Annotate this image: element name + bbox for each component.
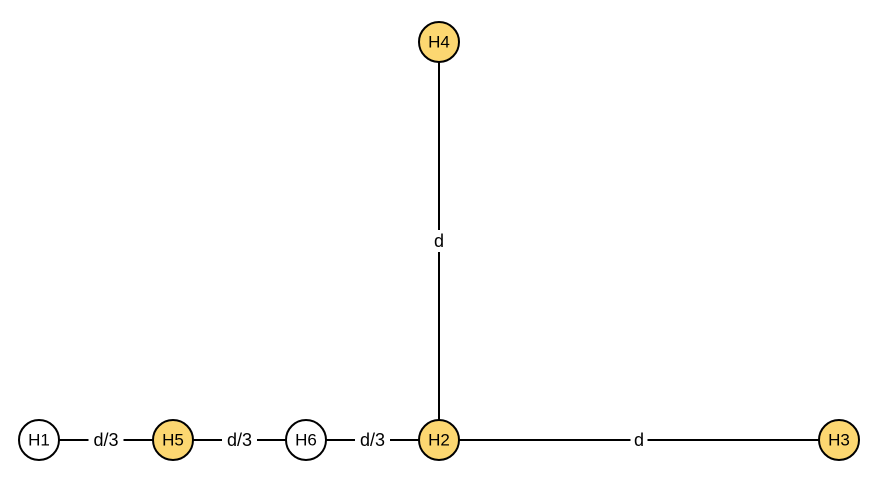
edge-label: d <box>634 430 644 450</box>
node-h1: H1 <box>18 419 60 461</box>
edge-label: d/3 <box>227 430 252 450</box>
edge-label-background <box>355 429 390 451</box>
node-h2: H2 <box>418 419 460 461</box>
edge-label: d <box>434 231 444 251</box>
node-h4: H4 <box>418 21 460 63</box>
node-label: H5 <box>162 431 184 450</box>
node-label: H6 <box>295 431 317 450</box>
node-circle <box>152 419 194 461</box>
node-h5: H5 <box>152 419 194 461</box>
node-label: H4 <box>428 33 450 52</box>
edges-layer: d/3 d/3 d/3 d d <box>39 42 839 451</box>
node-circle <box>418 419 460 461</box>
edge-label-background <box>630 429 648 451</box>
node-label: H1 <box>28 431 50 450</box>
edge-H6-H2: d/3 <box>306 429 439 451</box>
node-circle <box>818 419 860 461</box>
edge-H1-H5: d/3 <box>39 429 173 451</box>
edge-label-background <box>430 230 448 252</box>
edge-H2-H4: d <box>430 42 448 440</box>
edge-label: d/3 <box>93 430 118 450</box>
node-h6: H6 <box>285 419 327 461</box>
node-h3: H3 <box>818 419 860 461</box>
node-circle <box>285 419 327 461</box>
nodes-layer: H1 H5 H6 H2 H3 H4 <box>18 21 860 461</box>
edge-H2-H3: d <box>439 429 839 451</box>
edge-H5-H6: d/3 <box>173 429 306 451</box>
edge-label-background <box>88 429 124 451</box>
node-label: H2 <box>428 431 450 450</box>
node-label: H3 <box>828 431 850 450</box>
node-circle <box>18 419 60 461</box>
node-circle <box>418 21 460 63</box>
edge-label-background <box>222 429 257 451</box>
edge-label: d/3 <box>360 430 385 450</box>
